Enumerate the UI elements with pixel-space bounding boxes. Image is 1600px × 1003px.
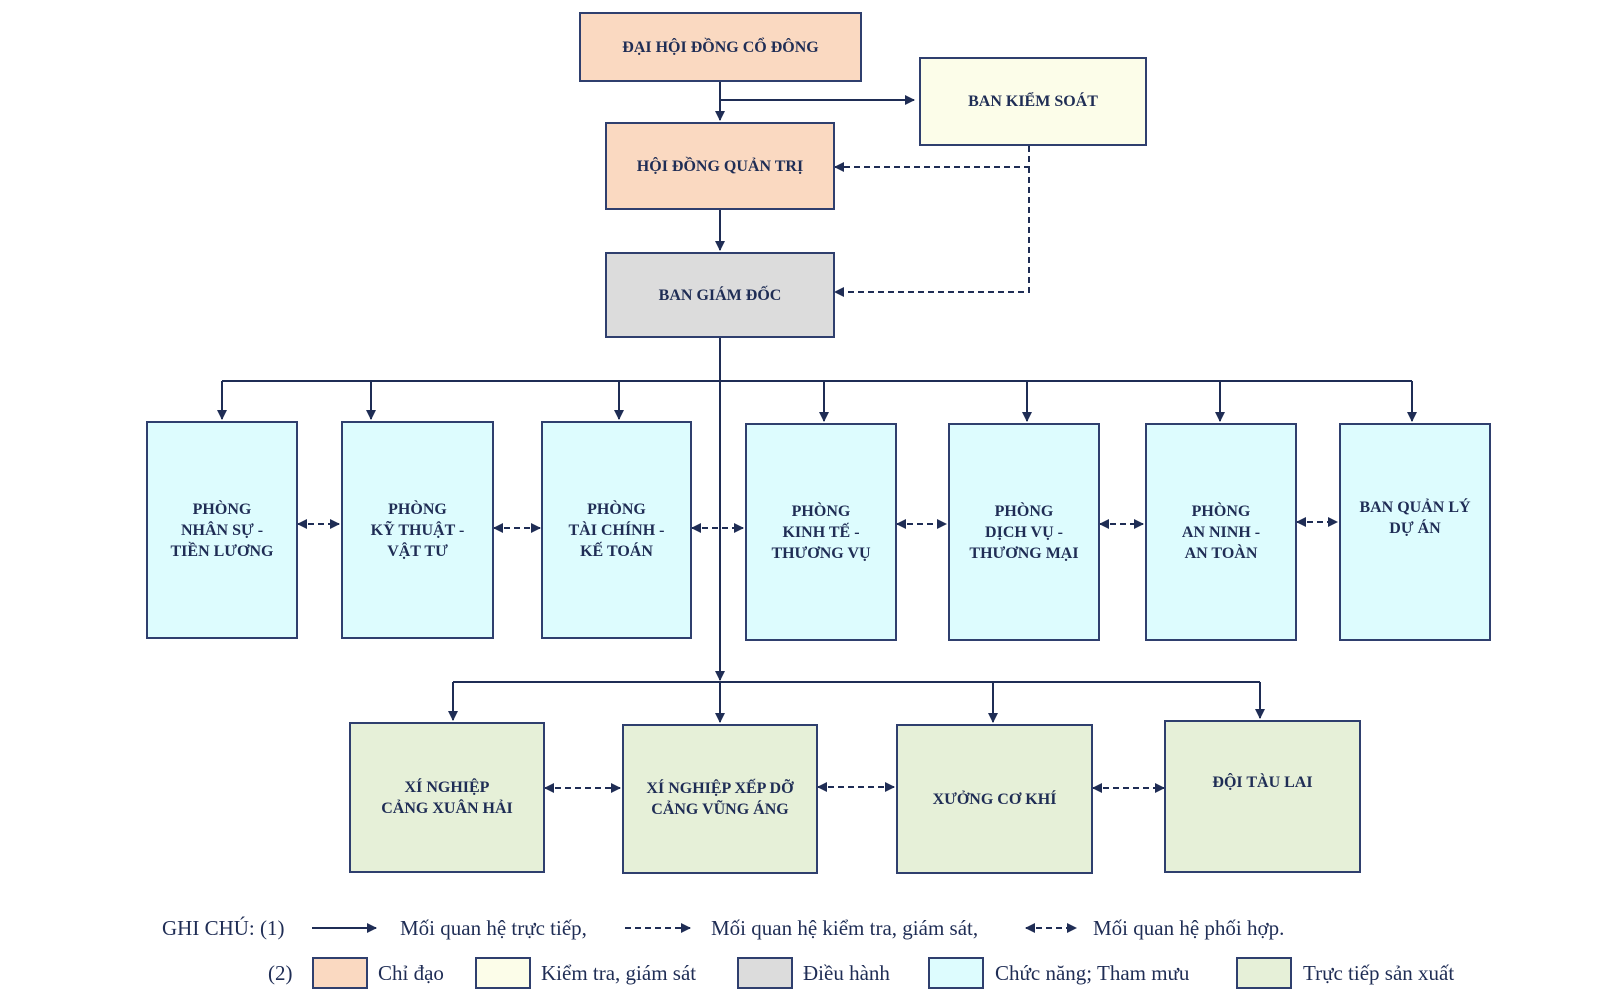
legend-chi-dao: Chỉ đạo bbox=[378, 961, 444, 985]
dashed-bks-to-hdqt bbox=[834, 146, 1030, 172]
legend-chuc-nang: Chức năng; Tham mưu bbox=[995, 961, 1190, 985]
legend-swatch-san-xuat bbox=[1236, 957, 1292, 989]
node-doi-tau-lai: ĐỘI TÀU LAI bbox=[1164, 720, 1361, 873]
node-xi-nghiep-xuan-hai: XÍ NGHIỆP CẢNG XUÂN HẢI bbox=[349, 722, 545, 873]
dashed-bks-to-bgd bbox=[834, 167, 1030, 297]
legend-swatch-kiem-tra bbox=[475, 957, 531, 989]
node-ban-giam-doc: BAN GIÁM ĐỐC bbox=[605, 252, 835, 338]
node-phong-ky-thuat: PHÒNG KỸ THUẬT - VẬT TƯ bbox=[341, 421, 494, 639]
legend-direct-label: Mối quan hệ trực tiếp, bbox=[400, 916, 587, 940]
node-phong-nhan-su: PHÒNG NHÂN SỰ - TIỀN LƯƠNG bbox=[146, 421, 298, 639]
legend-swatch-chi-dao bbox=[312, 957, 368, 989]
node-hoi-dong-quan-tri: HỘI ĐỒNG QUẢN TRỊ bbox=[605, 122, 835, 210]
legend-prefix-2: (2) bbox=[268, 961, 293, 985]
node-phong-kinh-te: PHÒNG KINH TẾ - THƯƠNG VỤ bbox=[745, 423, 897, 641]
node-ban-quan-ly-du-an: BAN QUẢN LÝ DỰ ÁN bbox=[1339, 423, 1491, 641]
legend-coordination-label: Mối quan hệ phối hợp. bbox=[1093, 916, 1285, 940]
legend-supervision-label: Mối quan hệ kiểm tra, giám sát, bbox=[711, 916, 979, 940]
node-dai-hoi-dong-co-dong: ĐẠI HỘI ĐỒNG CỔ ĐÔNG bbox=[579, 12, 862, 82]
legend-kiem-tra: Kiểm tra, giám sát bbox=[541, 961, 697, 985]
node-phong-dich-vu: PHÒNG DỊCH VỤ - THƯƠNG MẠI bbox=[948, 423, 1100, 641]
node-phong-an-ninh: PHÒNG AN NINH - AN TOÀN bbox=[1145, 423, 1297, 641]
legend-san-xuat: Trực tiếp sản xuất bbox=[1303, 961, 1455, 985]
legend-swatch-chuc-nang bbox=[928, 957, 984, 989]
node-xuong-co-khi: XƯỞNG CƠ KHÍ bbox=[896, 724, 1093, 874]
node-ban-kiem-soat: BAN KIỂM SOÁT bbox=[919, 57, 1147, 146]
node-phong-tai-chinh: PHÒNG TÀI CHÍNH - KẾ TOÁN bbox=[541, 421, 692, 639]
legend-swatch-dieu-hanh bbox=[737, 957, 793, 989]
node-xi-nghiep-xep-do: XÍ NGHIỆP XẾP DỠ CẢNG VŨNG ÁNG bbox=[622, 724, 818, 874]
legend-dieu-hanh: Điều hành bbox=[803, 961, 890, 985]
legend-prefix-1: GHI CHÚ: (1) bbox=[162, 916, 285, 940]
